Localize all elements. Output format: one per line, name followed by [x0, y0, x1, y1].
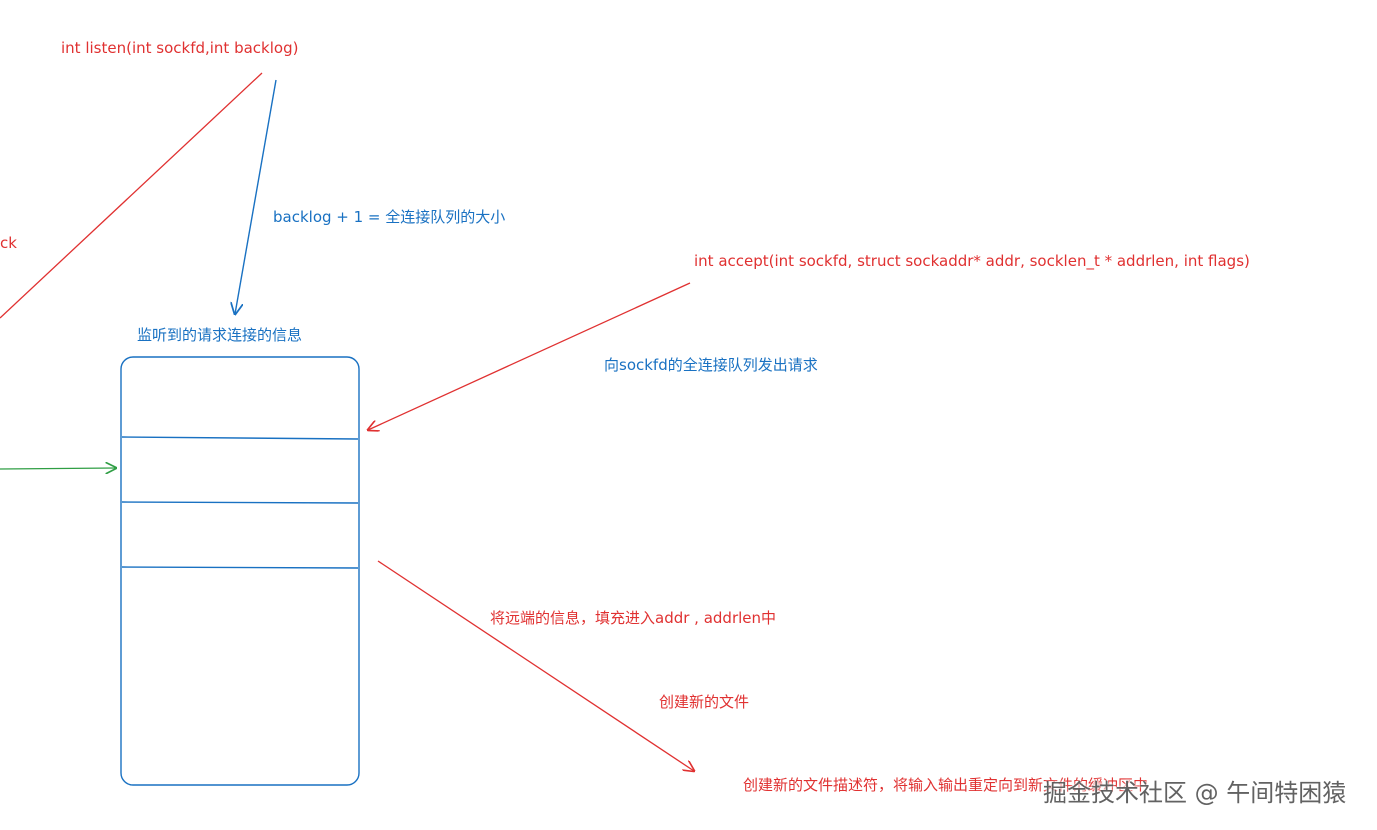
create-fd-note: 创建新的文件描述符，将输入输出重定向到新文件的缓冲区中: [743, 776, 1149, 794]
listen-red-line: [0, 72, 263, 319]
backlog-note: backlog + 1 = 全连接队列的大小: [273, 208, 506, 226]
watermark: 掘金技术社区 @ 午间特困猿: [1043, 779, 1347, 807]
accept-arrow: [368, 282, 691, 430]
incoming-arrow: [0, 468, 116, 469]
create-file-note: 创建新的文件: [659, 693, 750, 711]
queue-divider-3: [121, 566, 359, 569]
backlog-arrow: [235, 79, 277, 314]
listen-signature: int listen(int sockfd,int backlog): [61, 39, 299, 57]
queue-title: 监听到的请求连接的信息: [137, 326, 303, 344]
partial-left-label: ck: [0, 234, 17, 252]
request-note: 向sockfd的全连接队列发出请求: [604, 356, 818, 374]
queue-box: [120, 356, 360, 786]
create-file-arrow: [377, 560, 694, 771]
fill-note: 将远端的信息，填充进入addr , addrlen中: [490, 609, 777, 627]
queue-divider-1: [121, 436, 359, 440]
queue-divider-2: [121, 501, 359, 504]
accept-signature: int accept(int sockfd, struct sockaddr* …: [694, 252, 1250, 270]
